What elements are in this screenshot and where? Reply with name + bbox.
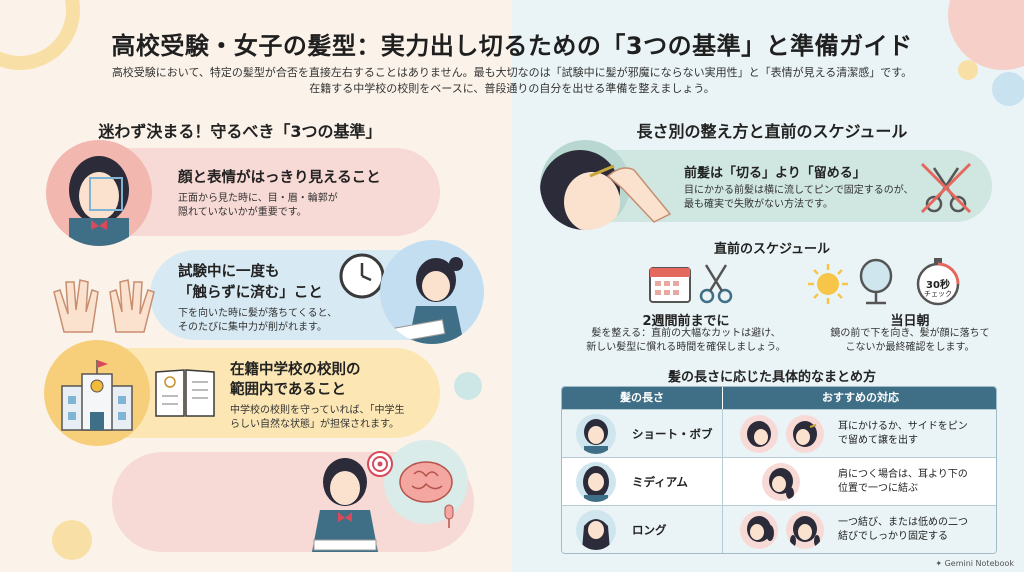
clock-icon	[338, 252, 386, 300]
sparkle-icon: ✦	[935, 559, 945, 568]
long-style-avatar-1	[740, 511, 778, 549]
timer-check-label: チェック	[924, 290, 952, 298]
rulebook-icon	[154, 366, 216, 420]
row-rec-short-line-1: 耳にかけるか、サイドをピン	[838, 421, 968, 432]
decor-dot-bottom-left	[52, 520, 92, 560]
table-heading: 髪の長さに応じた具体的なまとめ方	[667, 370, 876, 385]
brand-label: Gemini Notebook	[944, 559, 1014, 568]
criterion-3-desc-line-1: 中学校の校則を守っていれば、「中学生	[230, 405, 405, 416]
bangs-desc-line-1: 目にかかる前髪は横に流してピンで固定するのが、	[684, 185, 914, 196]
row-rec-medium-line-2: 位置で一つに結ぶ	[838, 483, 918, 494]
scissors-icon	[698, 262, 734, 306]
medium-style-avatar	[762, 463, 800, 501]
school-building-icon	[61, 360, 133, 431]
schedule-day-desc-line-2: こないか最終確認をします。	[845, 342, 975, 353]
criterion-1-title: 顔と表情がはっきり見えること	[178, 170, 381, 186]
subtitle-line-2: 在籍する中学校の校則をベースに、普段通りの自分を出せる準備を整えましょう。	[309, 82, 715, 95]
schedule-day-title: 当日朝	[890, 314, 930, 329]
hairpin-icon	[540, 150, 620, 230]
row-rec-long-line-2: 結びでしっかり固定する	[838, 531, 948, 542]
schedule-heading: 直前のスケジュール	[713, 242, 831, 257]
table-header-length: 髪の長さ	[562, 387, 722, 409]
table-row: ショート・ボブ 耳にかけるか、サイドをピン で留めて譲を出す	[562, 409, 996, 458]
row-rec-short-line-2: で留めて譲を出す	[838, 435, 918, 446]
studying-girl-illustration	[380, 240, 484, 344]
exam-girl-illustration	[290, 452, 400, 552]
row-label-long: ロング	[632, 523, 667, 537]
criterion-2-desc-line-1: 下を向いた時に髪が落ちてくると、	[178, 308, 338, 319]
timer-label: 30秒	[926, 280, 950, 291]
hands-up-icon	[44, 262, 164, 342]
mirror-icon	[856, 258, 896, 306]
row-rec-medium-line-1: 肩につく場合は、耳より下の	[838, 469, 968, 480]
calendar-icon	[648, 264, 692, 304]
criterion-3-desc-line-2: らしい自然な状態」が担保されます。	[230, 419, 399, 430]
criterion-1-desc-line-2: 隠れていないかが重要です。	[178, 207, 307, 218]
long-style-avatar-2	[786, 511, 824, 549]
gemini-notebook-brand: ✦ Gemini Notebook	[935, 559, 1014, 568]
decor-dot-yellow	[958, 60, 978, 80]
decor-dot-mid	[454, 372, 482, 400]
schedule-before-desc-line-1: 髪を整える：直前の大幅なカットは避け、	[591, 328, 781, 339]
medium-hair-avatar	[576, 462, 616, 502]
row-rec-long-line-1: 一つ結び、または低めの二つ	[838, 517, 968, 528]
short-style-avatar-2	[786, 415, 824, 453]
criterion-2-title-line-2: 「触らずに済む」こと	[178, 285, 323, 301]
criterion-3-illustration	[44, 340, 150, 446]
row-label-short: ショート・ボブ	[632, 427, 713, 441]
brain-icon	[399, 461, 453, 503]
right-section-heading: 長さ別の整え方と直前のスケジュール	[636, 122, 908, 141]
row-label-medium: ミディアム	[632, 475, 688, 489]
criterion-1-illustration	[46, 140, 152, 246]
table-row: ミディアム 肩につく場合は、耳より下の 位置で一つに結ぶ	[562, 457, 996, 506]
short-hair-avatar	[576, 414, 616, 454]
subtitle-line-1: 高校受験において、特定の髪型が合否を直接左右することはありません。最も大切なのは…	[111, 66, 913, 79]
schedule-before-desc-line-2: 新しい髪型に慣れる時間を確保しましょう。	[586, 342, 786, 353]
brain-illustration	[384, 440, 468, 524]
short-style-avatar-1	[740, 415, 778, 453]
target-icon	[366, 450, 394, 478]
table-row: ロング 一つ結び、または低めの二つ 結びでしっかり固定する	[562, 505, 996, 553]
left-section-heading: 迷わず決まる！守るべき「3つの基準」	[98, 122, 382, 141]
stopwatch-icon	[914, 256, 962, 306]
criterion-2-desc-line-2: そのたびに集中力が削がれます。	[178, 322, 327, 333]
decor-dot-blue	[992, 72, 1024, 106]
hand-pinning-icon	[604, 158, 674, 224]
bangs-title: 前髪は「切る」より「留める」	[684, 166, 866, 181]
microphone-icon	[442, 504, 456, 530]
girl-face-icon	[69, 156, 129, 246]
crossed-scissors-icon	[918, 160, 974, 216]
page-title: 高校受験・女子の髪型：実力出し切るための「3つの基準」と準備ガイド	[111, 32, 913, 60]
criterion-2-title-line-1: 試験中に一度も	[178, 264, 280, 280]
hair-length-table: 髪の長さ おすすめの対応 ショート・ボブ 耳にかけるか、サイドをピン で留めて譲…	[561, 386, 997, 554]
sun-icon	[806, 262, 850, 306]
criterion-3-title-line-1: 在籍中学校の校則の	[230, 362, 361, 378]
criterion-1-desc-line-1: 正面から見た時に、目・眉・輪郭が	[178, 193, 338, 204]
bangs-illustration	[540, 140, 630, 230]
schedule-before-title: 2週間前までに	[642, 314, 730, 329]
table-header-recommendation: おすすめの対応	[722, 387, 996, 409]
bangs-desc-line-2: 最も確実で失敗がない方法です。	[684, 199, 833, 210]
long-hair-avatar	[576, 510, 616, 550]
criterion-3-title-line-2: 範囲内であること	[230, 382, 346, 398]
schedule-day-desc-line-1: 鏡の前で下を向き、髪が顔に落ちて	[830, 328, 990, 339]
